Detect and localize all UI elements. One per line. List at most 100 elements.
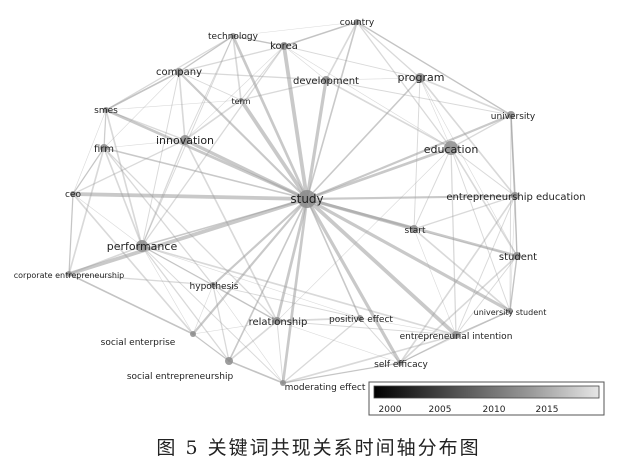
edge-study-social_enterprise (191, 197, 309, 336)
edge-innovation-technology (184, 35, 234, 141)
hull-edge-university_student-entrepreneurial_intention (455, 310, 511, 336)
edge-performance-corporate_entrepreneurship (68, 245, 143, 275)
edge-program-start (413, 77, 421, 230)
edge-student-start (413, 228, 518, 257)
edge-company-technology (178, 35, 234, 73)
edge-performance-korea (141, 45, 285, 247)
node-label-moderating-effect: moderating effect (285, 383, 366, 393)
node-term (239, 98, 243, 102)
edge-firm-ceo (72, 147, 105, 195)
edge-study-self_efficacy (305, 197, 402, 365)
edge-relationship-social_entrepreneurship (228, 320, 278, 362)
node-positive-effect (357, 315, 363, 321)
edge-firm-hypothesis (103, 147, 214, 286)
edge-study-firm (103, 147, 308, 200)
edge-program-student (419, 77, 518, 257)
hull-edge-self_efficacy-moderating_effect (282, 362, 401, 384)
node-label-relationship: relationship (249, 317, 308, 328)
edge-education-relationship (276, 147, 452, 322)
edge-study-education (305, 146, 453, 201)
edge-innovation-korea (184, 45, 285, 141)
hull-edge-student-university_student (509, 255, 518, 312)
edge-study-country (306, 21, 358, 200)
label-layer: studycountrytechnologykoreacompanydevelo… (14, 18, 586, 393)
node-university (507, 111, 515, 119)
edge-firm-smes (103, 109, 107, 149)
edge-study-technology (231, 34, 309, 201)
edge-performance-firm (103, 147, 143, 247)
node-label-hypothesis: hypothesis (190, 282, 239, 292)
edge-relationship-positive_effect (276, 317, 361, 322)
edge-corporate_entrepreneurship-hypothesis (68, 273, 214, 286)
node-development (322, 76, 330, 84)
hull-edge-ceo-firm (72, 147, 105, 195)
edge-relationship-entrepreneurial_intention (276, 320, 457, 336)
edge-entrepreneurship_education-start (413, 195, 516, 230)
hull-edge-entrepreneurial_intention-self_efficacy (399, 334, 457, 364)
legend-tick-2005: 2005 (429, 405, 452, 415)
edge-social_enterprise-hypothesis (192, 284, 214, 335)
edge-performance-smes (105, 109, 143, 247)
edge-education-program (419, 77, 452, 149)
hull-edge-korea-country (283, 21, 358, 47)
edge-korea-term (240, 45, 285, 101)
node-country (354, 19, 360, 25)
node-label-student: student (499, 252, 537, 263)
node-label-entrepreneurial-intention: entrepreneurial intention (400, 332, 513, 342)
node-label-innovation: innovation (156, 134, 214, 147)
node-innovation (180, 135, 190, 145)
edge-study-university (305, 113, 513, 201)
edge-education-entrepreneurial_intention (450, 147, 457, 336)
edge-relationship-self_efficacy (276, 320, 401, 364)
node-label-entrepreneurship-education: entrepreneurship education (446, 192, 585, 203)
edge-relationship-hypothesis (212, 284, 278, 322)
edge-country-education (356, 21, 452, 149)
keyword-cooccurrence-network: studycountrytechnologykoreacompanydevelo… (14, 18, 605, 416)
node-label-korea: korea (270, 41, 298, 52)
node-social-entrepreneurship (225, 357, 233, 365)
edge-relationship-social_enterprise (192, 320, 278, 335)
edge-student-self_efficacy (399, 255, 518, 364)
edge-ceo-corporate_entrepreneurship (68, 193, 74, 275)
edge-entrepreneurship_education-entrepreneurial_intention (455, 195, 516, 336)
node-label-firm: firm (94, 144, 114, 155)
edge-social_entrepreneurship-moderating_effect (228, 360, 284, 384)
edge-layer (67, 21, 519, 385)
edge-university-country (356, 21, 512, 116)
edge-company-development (178, 71, 327, 81)
edge-study-hypothesis (211, 197, 309, 287)
node-label-country: country (340, 18, 375, 28)
node-label-program: program (398, 71, 445, 84)
node-ceo (70, 191, 76, 197)
edge-development-university (325, 79, 512, 116)
edge-entrepreneurship_education-university_student (509, 195, 516, 312)
edge-relationship-firm (103, 147, 278, 322)
edge-performance-company (141, 71, 180, 247)
edge-education-start (413, 147, 452, 230)
edge-ceo-smes (72, 109, 107, 195)
legend-tick-2000: 2000 (379, 405, 402, 415)
edge-start-university_student (413, 228, 511, 312)
node-label-social-enterprise: social enterprise (101, 338, 176, 348)
node-relationship (273, 317, 281, 325)
edge-education-student (450, 147, 518, 257)
node-social-enterprise (190, 331, 196, 337)
node-label-performance: performance (107, 240, 178, 253)
node-technology (230, 33, 236, 39)
edge-korea-technology (232, 35, 285, 47)
edge-performance-social_entrepreneurship (141, 245, 230, 362)
edge-education-entrepreneurship_education (450, 147, 516, 197)
hull-edge-social_entrepreneurship-social_enterprise (192, 333, 230, 362)
edge-company-firm (103, 71, 180, 149)
node-student (513, 252, 521, 260)
hull-edge-corporate_entrepreneurship-ceo (68, 193, 74, 275)
legend-tick-2015: 2015 (536, 405, 559, 415)
node-label-smes: smes (94, 106, 118, 116)
edge-program-entrepreneurship_education (419, 77, 516, 197)
edge-performance-ceo (72, 193, 143, 247)
edge-innovation-relationship (184, 139, 278, 322)
time-legend: 2000 2005 2010 2015 (368, 381, 605, 416)
edge-study-innovation (183, 138, 309, 201)
node-program (415, 73, 425, 83)
node-label-ceo: ceo (65, 190, 81, 200)
